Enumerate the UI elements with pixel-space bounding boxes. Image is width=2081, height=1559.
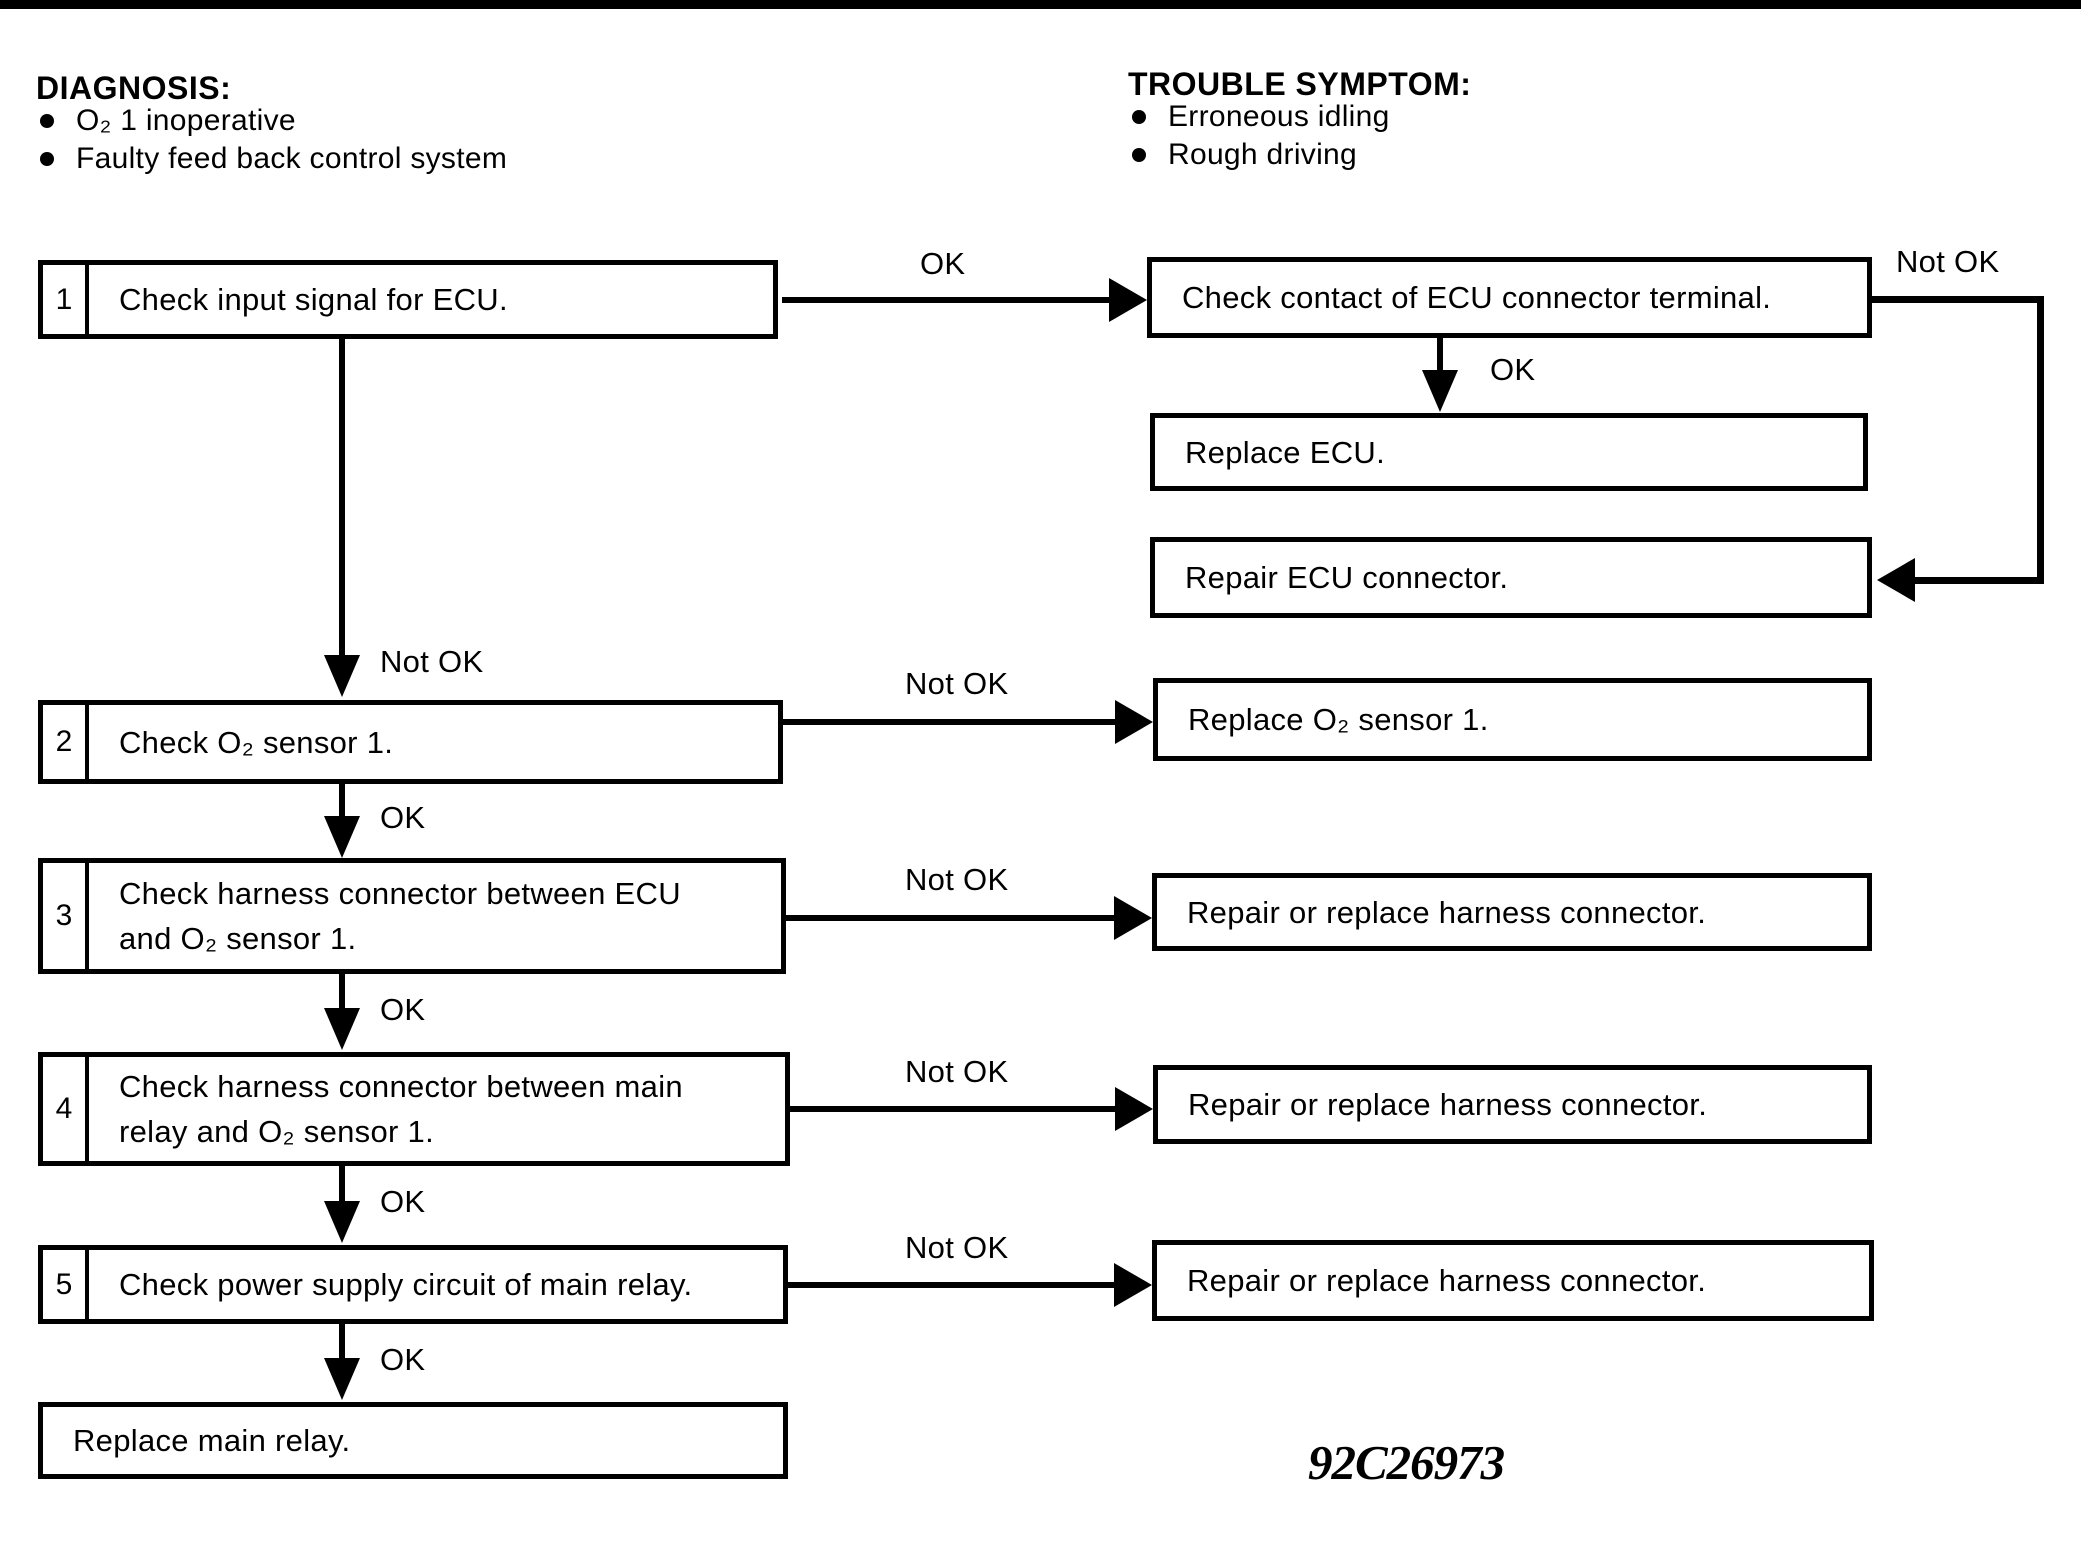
arrowhead-down-icon: [324, 816, 360, 858]
step-4-box: 4 Check harness connector between main r…: [38, 1052, 790, 1166]
step-1-line: Check input signal for ECU.: [119, 282, 508, 317]
step-2-number: 2: [43, 705, 89, 779]
not-ok-label: Not OK: [905, 666, 1009, 701]
step-2-line: Check O₂ sensor 1.: [119, 724, 394, 760]
result-label: Repair or replace harness connector.: [1188, 1087, 1708, 1122]
ok-label: OK: [380, 992, 426, 1027]
step-5-number: 5: [43, 1250, 89, 1319]
step-3-number: 3: [43, 863, 89, 969]
ok-label: OK: [920, 246, 966, 281]
arrow-step3-to-step4: [339, 974, 345, 1014]
step-4-label: Check harness connector between main rel…: [89, 1064, 683, 1154]
arrowhead-right-icon: [1115, 1087, 1153, 1131]
arrow-step2-to-step3: [339, 784, 345, 824]
ok-label: OK: [380, 1184, 426, 1219]
arrowhead-left-icon: [1877, 558, 1915, 602]
result-repair-harness-connector-box: Repair or replace harness connector.: [1152, 1240, 1874, 1321]
result-label: Repair or replace harness connector.: [1187, 1263, 1707, 1298]
arrowhead-down-icon: [1422, 370, 1458, 412]
step-1-number: 1: [43, 265, 89, 334]
result-label: Repair or replace harness connector.: [1187, 894, 1707, 930]
bullet-icon: [40, 152, 54, 166]
figure-code: 92C26973: [1308, 1435, 1505, 1490]
not-ok-label: Not OK: [905, 1230, 1009, 1265]
arrowhead-down-icon: [324, 655, 360, 697]
trouble-symptom-item: Erroneous idling: [1132, 100, 1390, 134]
result-replace-ecu-box: Replace ECU.: [1150, 413, 1868, 491]
step-5-box: 5 Check power supply circuit of main rel…: [38, 1245, 788, 1324]
terminal-label: Replace main relay.: [73, 1423, 351, 1458]
diagnosis-item: O₂ 1 inoperative: [40, 104, 296, 138]
result-label: Replace O₂ sensor 1.: [1188, 702, 1489, 737]
result-repair-harness-connector-box: Repair or replace harness connector.: [1153, 1065, 1872, 1144]
result-check-ecu-connector-terminal-box: Check contact of ECU connector terminal.: [1147, 257, 1872, 338]
step-1-label: Check input signal for ECU.: [89, 277, 508, 322]
arrowhead-right-icon: [1114, 1263, 1152, 1307]
step-5-label: Check power supply circuit of main relay…: [89, 1262, 692, 1307]
not-ok-label: Not OK: [905, 1054, 1009, 1089]
arrow-step2-to-result4: [783, 719, 1118, 725]
scan-artifact-top-bar: [0, 0, 2081, 9]
step-3-label: Check harness connector between ECU and …: [89, 871, 681, 961]
result-label: Replace ECU.: [1185, 434, 1386, 470]
result-label: Check contact of ECU connector terminal.: [1182, 280, 1772, 315]
arrow-step1-to-step2: [339, 338, 345, 660]
step-3-line: Check harness connector between ECU: [119, 876, 681, 911]
arrow-result1-notok-segment: [1872, 296, 2044, 303]
step-5-line: Check power supply circuit of main relay…: [119, 1267, 693, 1302]
step-3-line: and O₂ sensor 1.: [119, 921, 357, 956]
arrow-result1-notok-segment: [2037, 296, 2044, 584]
arrowhead-down-icon: [324, 1008, 360, 1050]
terminal-replace-main-relay-box: Replace main relay.: [38, 1402, 788, 1479]
arrowhead-right-icon: [1109, 278, 1147, 322]
step-2-box: 2 Check O₂ sensor 1.: [38, 700, 783, 784]
diagnosis-title: DIAGNOSIS:: [36, 70, 232, 106]
diagnosis-item-label: O₂ 1 inoperative: [76, 104, 296, 137]
arrowhead-down-icon: [324, 1358, 360, 1400]
arrowhead-down-icon: [324, 1201, 360, 1243]
result-label: Repair ECU connector.: [1185, 560, 1509, 595]
arrow-step1-to-result1: [782, 297, 1112, 303]
result-repair-harness-connector-box: Repair or replace harness connector.: [1152, 873, 1872, 951]
step-4-line: relay and O₂ sensor 1.: [119, 1114, 435, 1149]
trouble-symptom-title: TROUBLE SYMPTOM:: [1128, 66, 1472, 102]
arrow-step3-to-result5: [786, 915, 1116, 921]
not-ok-label: Not OK: [380, 644, 484, 679]
diagnosis-item: Faulty feed back control system: [40, 142, 507, 176]
trouble-symptom-item-label: Erroneous idling: [1168, 100, 1390, 133]
arrowhead-right-icon: [1114, 896, 1152, 940]
not-ok-label: Not OK: [1896, 244, 2000, 279]
arrow-step4-to-step5: [339, 1166, 345, 1206]
bullet-icon: [1132, 148, 1146, 162]
not-ok-label: Not OK: [905, 862, 1009, 897]
arrow-step5-to-result7: [788, 1282, 1116, 1288]
trouble-symptom-item-label: Rough driving: [1168, 138, 1358, 171]
bullet-icon: [1132, 110, 1146, 124]
ok-label: OK: [1490, 352, 1536, 387]
trouble-symptom-item: Rough driving: [1132, 138, 1357, 172]
arrow-result1-notok-segment: [1915, 577, 2044, 584]
diagnosis-item-label: Faulty feed back control system: [76, 142, 508, 175]
arrow-step4-to-result6: [790, 1106, 1117, 1112]
result-replace-o2-sensor-box: Replace O₂ sensor 1.: [1153, 678, 1872, 761]
bullet-icon: [40, 114, 54, 128]
arrowhead-right-icon: [1115, 700, 1153, 744]
step-4-line: Check harness connector between main: [119, 1069, 683, 1104]
ok-label: OK: [380, 800, 426, 835]
step-2-label: Check O₂ sensor 1.: [89, 720, 393, 765]
step-3-box: 3 Check harness connector between ECU an…: [38, 858, 786, 974]
step-1-box: 1 Check input signal for ECU.: [38, 260, 778, 339]
step-4-number: 4: [43, 1057, 89, 1161]
arrow-step5-to-terminal: [339, 1324, 345, 1362]
ok-label: OK: [380, 1342, 426, 1377]
result-repair-ecu-connector-box: Repair ECU connector.: [1150, 537, 1872, 618]
arrow-result1-to-result2: [1437, 337, 1443, 377]
